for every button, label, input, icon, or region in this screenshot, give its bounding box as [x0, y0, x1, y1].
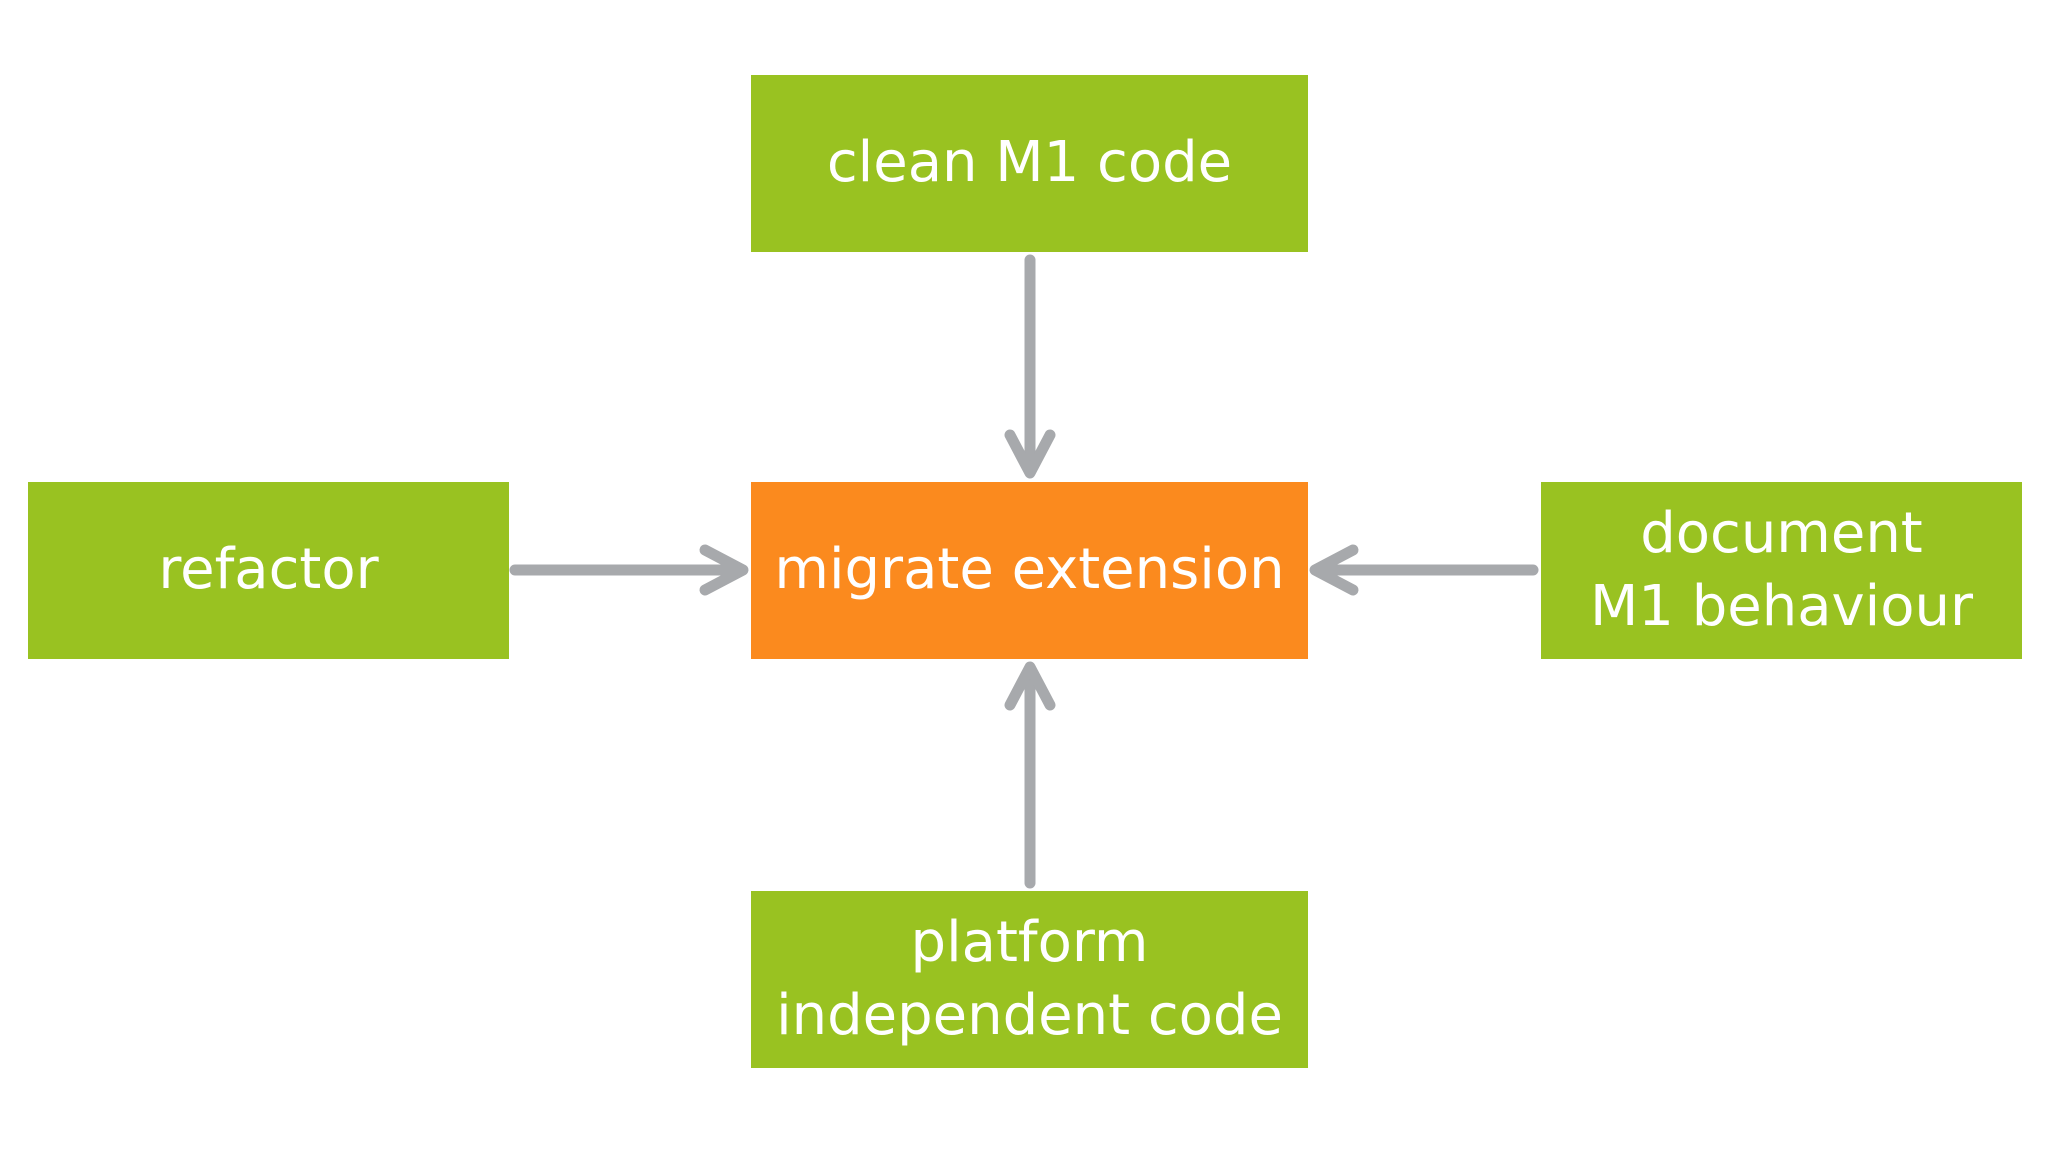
node-label-line: document	[1640, 500, 1923, 566]
arrow-top-to-center	[1004, 254, 1056, 479]
arrow-left-to-center	[509, 544, 749, 596]
node-label-line: M1 behaviour	[1589, 573, 1974, 639]
arrow-right-to-center	[1309, 544, 1539, 596]
node-refactor: refactor	[28, 482, 509, 659]
node-label-line: independent code	[776, 982, 1283, 1048]
node-label-line: migrate extension	[774, 537, 1285, 603]
node-label-line: platform	[910, 909, 1149, 975]
node-migrate-extension: migrate extension	[751, 482, 1308, 659]
node-label-line: refactor	[158, 537, 379, 603]
node-label-line: clean M1 code	[826, 130, 1233, 196]
arrow-bottom-to-center	[1004, 661, 1056, 889]
node-document-m1-behaviour: document M1 behaviour	[1541, 482, 2022, 659]
node-clean-m1-code: clean M1 code	[751, 75, 1308, 252]
node-platform-independent-code: platform independent code	[751, 891, 1308, 1068]
